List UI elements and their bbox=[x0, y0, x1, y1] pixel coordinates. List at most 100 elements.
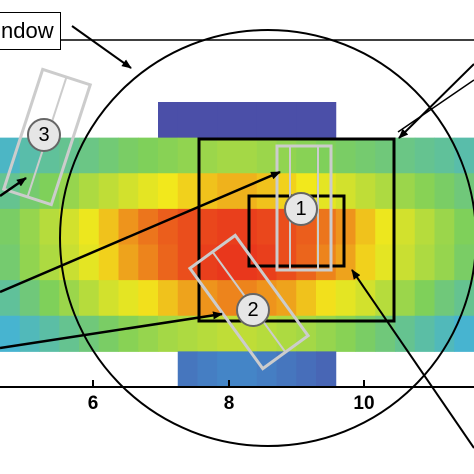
field-of-view-circle bbox=[59, 29, 474, 447]
heatmap-cell bbox=[316, 102, 337, 139]
heatmap-cell bbox=[414, 173, 435, 210]
heatmap-cell bbox=[316, 137, 337, 174]
heatmap-cell bbox=[118, 173, 139, 210]
heatmap-cell bbox=[395, 280, 416, 317]
heatmap-cell bbox=[177, 280, 198, 317]
heatmap-cell bbox=[395, 208, 416, 246]
heatmap-cell bbox=[98, 208, 119, 246]
window-label-box: ndow bbox=[0, 12, 61, 50]
heatmap-cell bbox=[217, 173, 238, 210]
heatmap-cell bbox=[256, 137, 277, 174]
heatmap-cell bbox=[316, 280, 337, 317]
heatmap-cell bbox=[158, 244, 179, 281]
heatmap-cell bbox=[158, 137, 179, 174]
heatmap-cell bbox=[177, 315, 198, 352]
heatmap-cell bbox=[316, 315, 337, 352]
heatmap-cell bbox=[79, 173, 100, 210]
heatmap-cell bbox=[454, 137, 474, 174]
heatmap-cell bbox=[276, 351, 297, 388]
heatmap-cell bbox=[39, 208, 60, 246]
heatmap-cell bbox=[355, 280, 376, 317]
heatmap-cell bbox=[375, 208, 396, 246]
heatmap-cell bbox=[197, 351, 218, 388]
heatmap-cell bbox=[138, 315, 159, 352]
heatmap-cell bbox=[414, 244, 435, 281]
heatmap-cell bbox=[414, 315, 435, 352]
tick-label-6: 6 bbox=[87, 393, 99, 414]
heatmap-cell bbox=[434, 315, 455, 352]
heatmap-cell bbox=[98, 173, 119, 210]
heatmap-cell bbox=[316, 208, 337, 246]
heatmap-cell bbox=[0, 137, 21, 174]
heatmap-cell bbox=[177, 173, 198, 210]
heatmap-cell bbox=[434, 280, 455, 317]
heatmap-cell bbox=[454, 208, 474, 246]
heatmap-cell bbox=[395, 173, 416, 210]
heatmap-cell bbox=[138, 208, 159, 246]
heatmap-cell bbox=[434, 173, 455, 210]
heatmap-cell bbox=[39, 315, 60, 352]
heatmap-cell bbox=[19, 315, 40, 352]
heatmap-cell bbox=[237, 173, 258, 210]
heatmap-cell bbox=[0, 208, 21, 246]
heatmap-cell bbox=[355, 173, 376, 210]
heatmap-cell bbox=[158, 173, 179, 210]
heatmap-cell bbox=[355, 137, 376, 174]
heatmap-cell bbox=[158, 102, 179, 139]
heatmap-cell bbox=[177, 102, 198, 139]
heatmap-cell bbox=[335, 315, 356, 352]
heatmap-cell bbox=[98, 280, 119, 317]
tick-label-8: 8 bbox=[223, 393, 235, 414]
heatmap-cell bbox=[39, 280, 60, 317]
heatmap-cell bbox=[316, 351, 337, 388]
heatmap-cell bbox=[256, 351, 277, 388]
heatmap-cell bbox=[197, 280, 218, 317]
heatmap-cell bbox=[0, 244, 21, 281]
heatmap-cell bbox=[395, 315, 416, 352]
heatmap-cell bbox=[237, 102, 258, 139]
heatmap-cell bbox=[217, 351, 238, 388]
heatmap-cell bbox=[375, 137, 396, 174]
heatmap-cell bbox=[79, 137, 100, 174]
heatmap-cell bbox=[177, 351, 198, 388]
arrow-to-outer-rect bbox=[398, 63, 474, 139]
heatmap-cell bbox=[454, 244, 474, 281]
heatmap-cell bbox=[256, 244, 277, 281]
heatmap-cell bbox=[414, 280, 435, 317]
heatmap-cell bbox=[276, 315, 297, 352]
heatmap-cell bbox=[395, 244, 416, 281]
arrow-to-probe-3 bbox=[0, 176, 27, 198]
heatmap-cell bbox=[79, 244, 100, 281]
heatmap-cell bbox=[296, 280, 317, 317]
heatmap-cell bbox=[276, 137, 297, 174]
heatmap-cell bbox=[59, 208, 80, 246]
leader-line-right bbox=[397, 79, 474, 133]
heatmap-cell bbox=[256, 208, 277, 246]
heatmap-cell bbox=[454, 315, 474, 352]
heatmap-cell bbox=[79, 208, 100, 246]
heatmap-cell bbox=[59, 315, 80, 352]
heatmap-cell bbox=[197, 208, 218, 246]
heatmap-cell bbox=[217, 137, 238, 174]
heatmap-cell bbox=[316, 173, 337, 210]
heatmap-cell bbox=[375, 173, 396, 210]
heatmap-cell bbox=[296, 137, 317, 174]
heatmap-cell bbox=[217, 280, 238, 317]
heatmap-cell bbox=[158, 280, 179, 317]
heatmap-cell bbox=[335, 280, 356, 317]
heatmap-cell bbox=[237, 244, 258, 281]
arrow-to-probe-1 bbox=[0, 170, 281, 294]
heatmap-cell bbox=[138, 244, 159, 281]
heatmap-cell bbox=[335, 208, 356, 246]
heatmap-cell bbox=[237, 351, 258, 388]
heatmap-cell bbox=[98, 244, 119, 281]
heatmap-cell bbox=[434, 137, 455, 174]
heatmap-cell bbox=[276, 280, 297, 317]
heatmap-cell bbox=[335, 137, 356, 174]
heatmap-cell bbox=[395, 137, 416, 174]
heatmap-cell bbox=[98, 137, 119, 174]
heatmap-cell bbox=[197, 315, 218, 352]
heatmap-cell bbox=[158, 315, 179, 352]
heatmap-cell bbox=[375, 244, 396, 281]
